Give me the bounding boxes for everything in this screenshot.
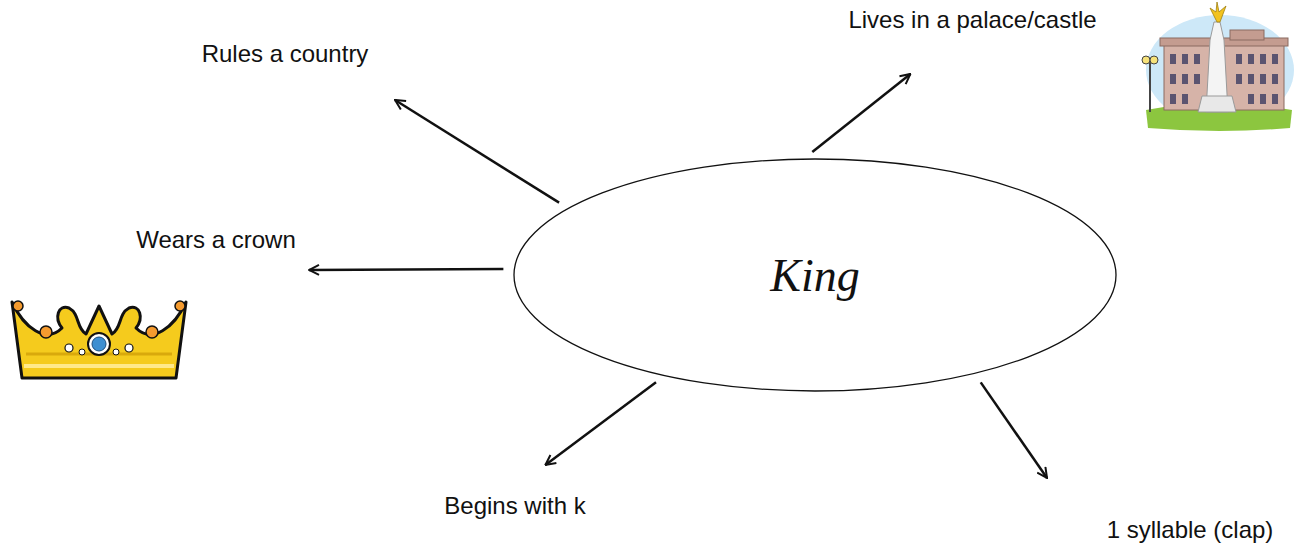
attribute-label: Begins with k xyxy=(420,488,610,526)
arrow-connector xyxy=(981,382,1047,478)
attribute-label: 1 syllable (clap) xyxy=(1085,512,1295,550)
arrow-connector xyxy=(309,269,503,270)
crown-illustration xyxy=(6,288,192,388)
attribute-label: Wears a crown xyxy=(130,222,302,260)
central-word: King xyxy=(513,158,1117,392)
attribute-text: Begins with k xyxy=(420,488,610,524)
palace-illustration xyxy=(1140,0,1295,132)
attribute-text: Lives in a palace/castle xyxy=(800,2,1145,38)
arrow-connector xyxy=(812,74,910,152)
attribute-text: Wears a crown xyxy=(130,222,302,258)
arrow-connector xyxy=(545,382,656,465)
central-ellipse: King xyxy=(513,158,1117,392)
attribute-text: Rules a country xyxy=(160,36,410,72)
arrow-connector xyxy=(395,100,559,203)
attribute-label: Rules a country xyxy=(160,36,410,74)
attribute-label: Lives in a palace/castle xyxy=(800,2,1145,40)
attribute-text: 1 syllable (clap) xyxy=(1085,512,1295,548)
